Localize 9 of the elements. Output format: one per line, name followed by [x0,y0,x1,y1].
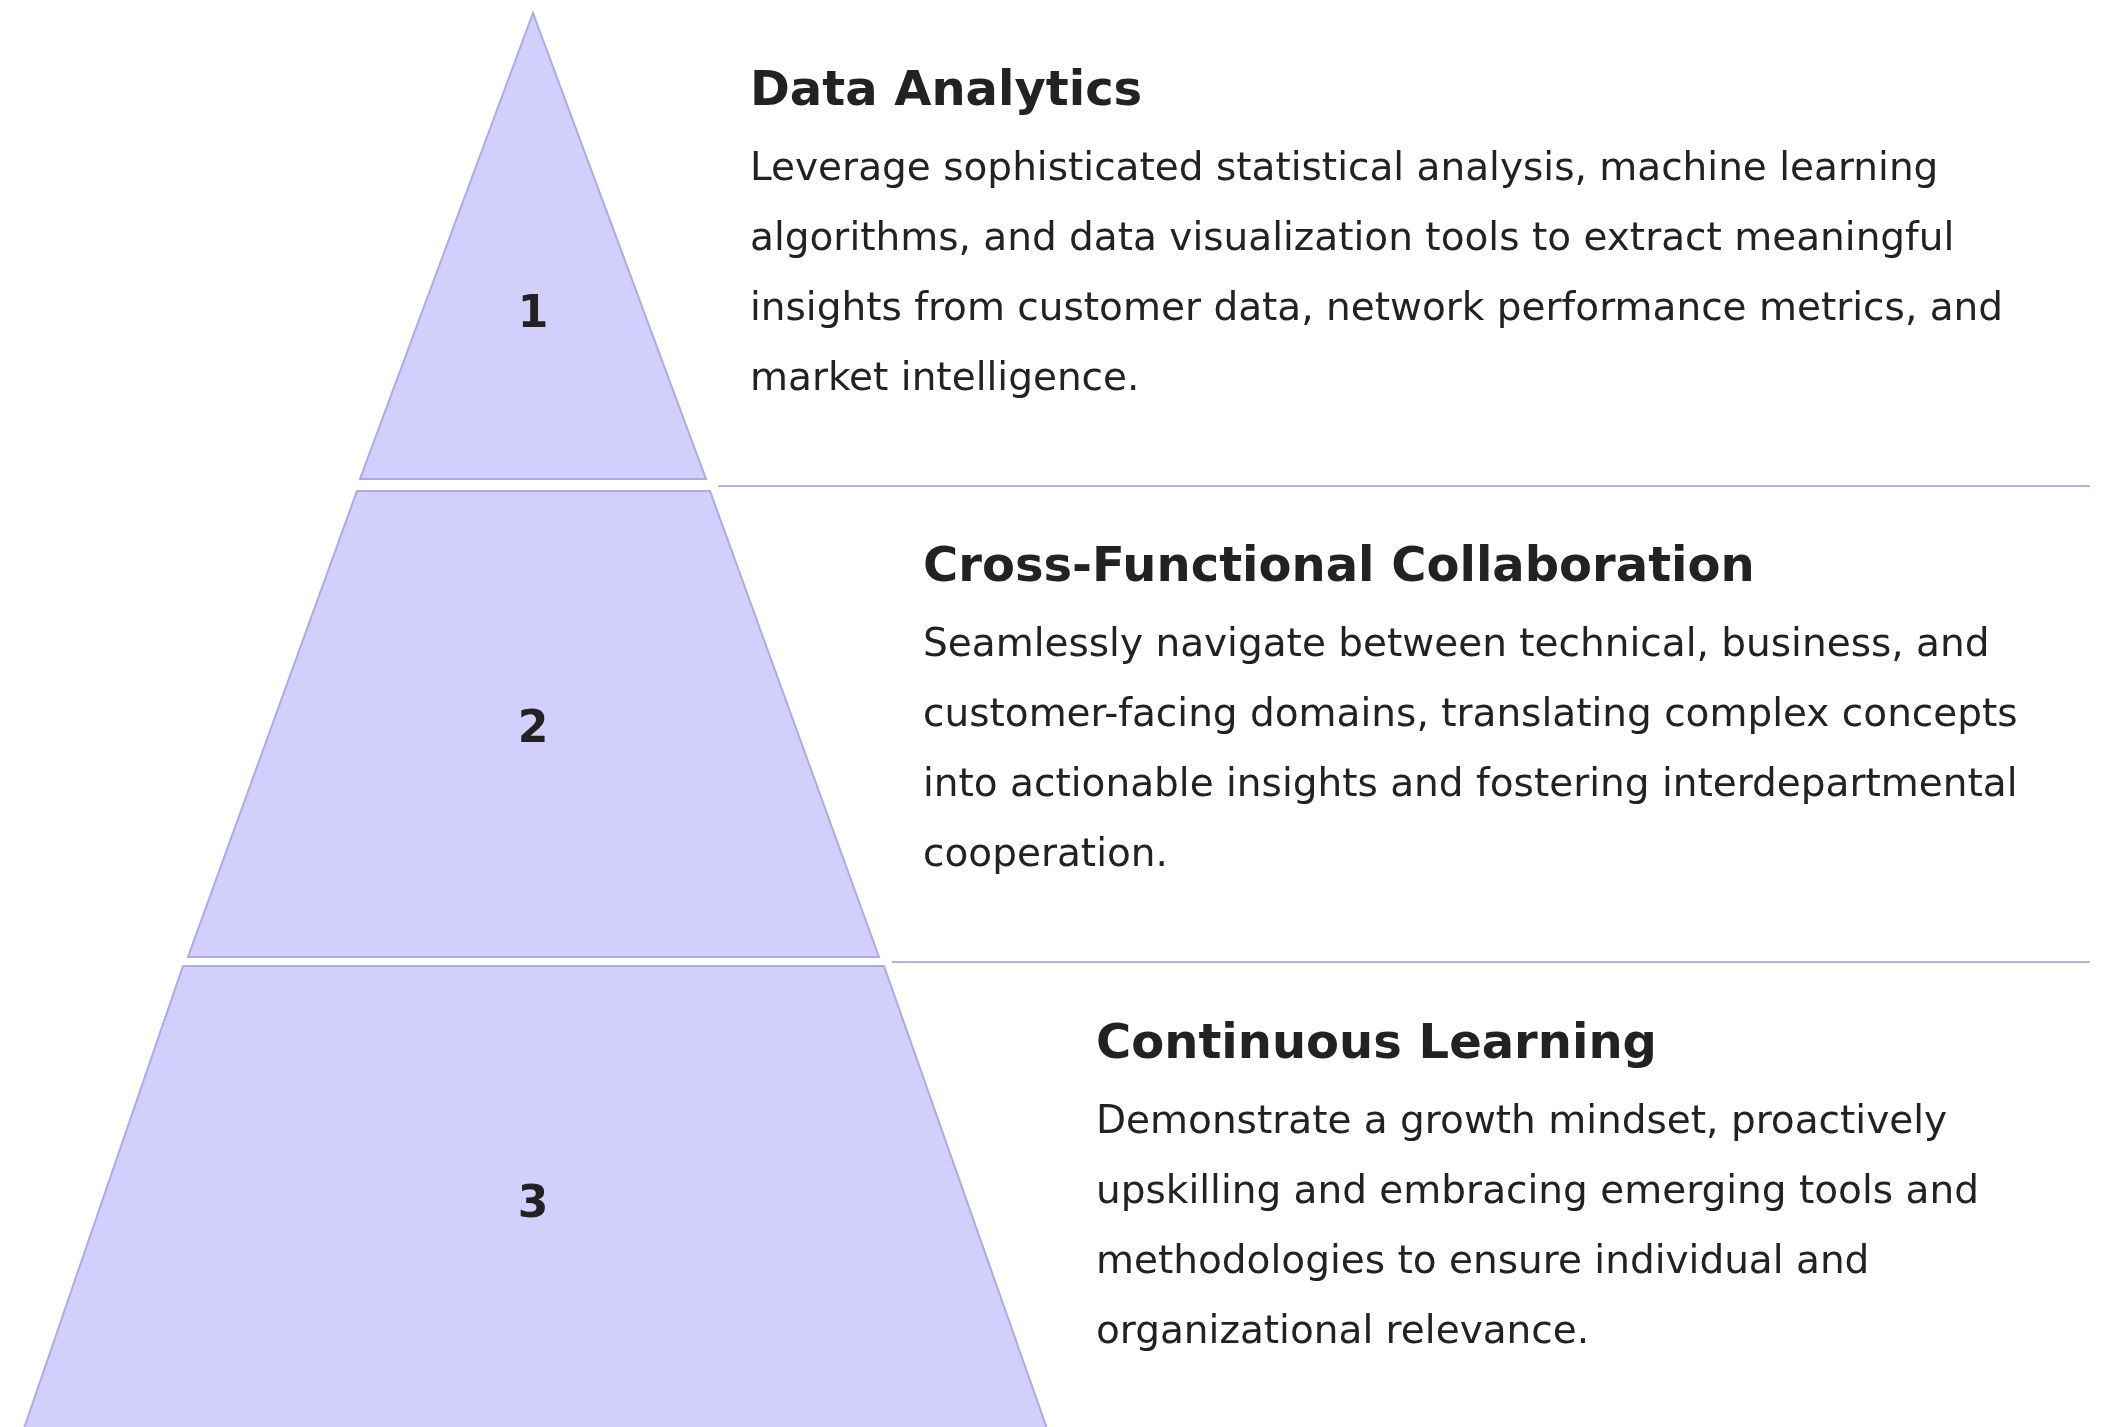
tier-description: Demonstrate a growth mindset, proactively upskilling and embracing emerging tools and methodologies to ensure individual and organizational relevance. [1096,1096,1980,1354]
tier-number: 1 [517,285,549,337]
tier-number: 2 [517,700,549,752]
tier-description: Seamlessly navigate between technical, business, and customer-facing domains, translating complex concepts into actionable insights and fostering interdepartmental cooperation. [923,619,2019,877]
tier-heading: Data Analytics [750,59,1144,118]
tier-heading: Cross-Functional Collaboration [923,535,1756,594]
tier-description: Leverage sophisticated statistical analysis, machine learning algorithms, and data visualization tools to extract meaningful insights from customer data, network performance metrics, and market intelligence. [750,143,2005,401]
tier-heading: Continuous Learning [1096,1012,1658,1071]
tier-number: 3 [517,1175,549,1227]
